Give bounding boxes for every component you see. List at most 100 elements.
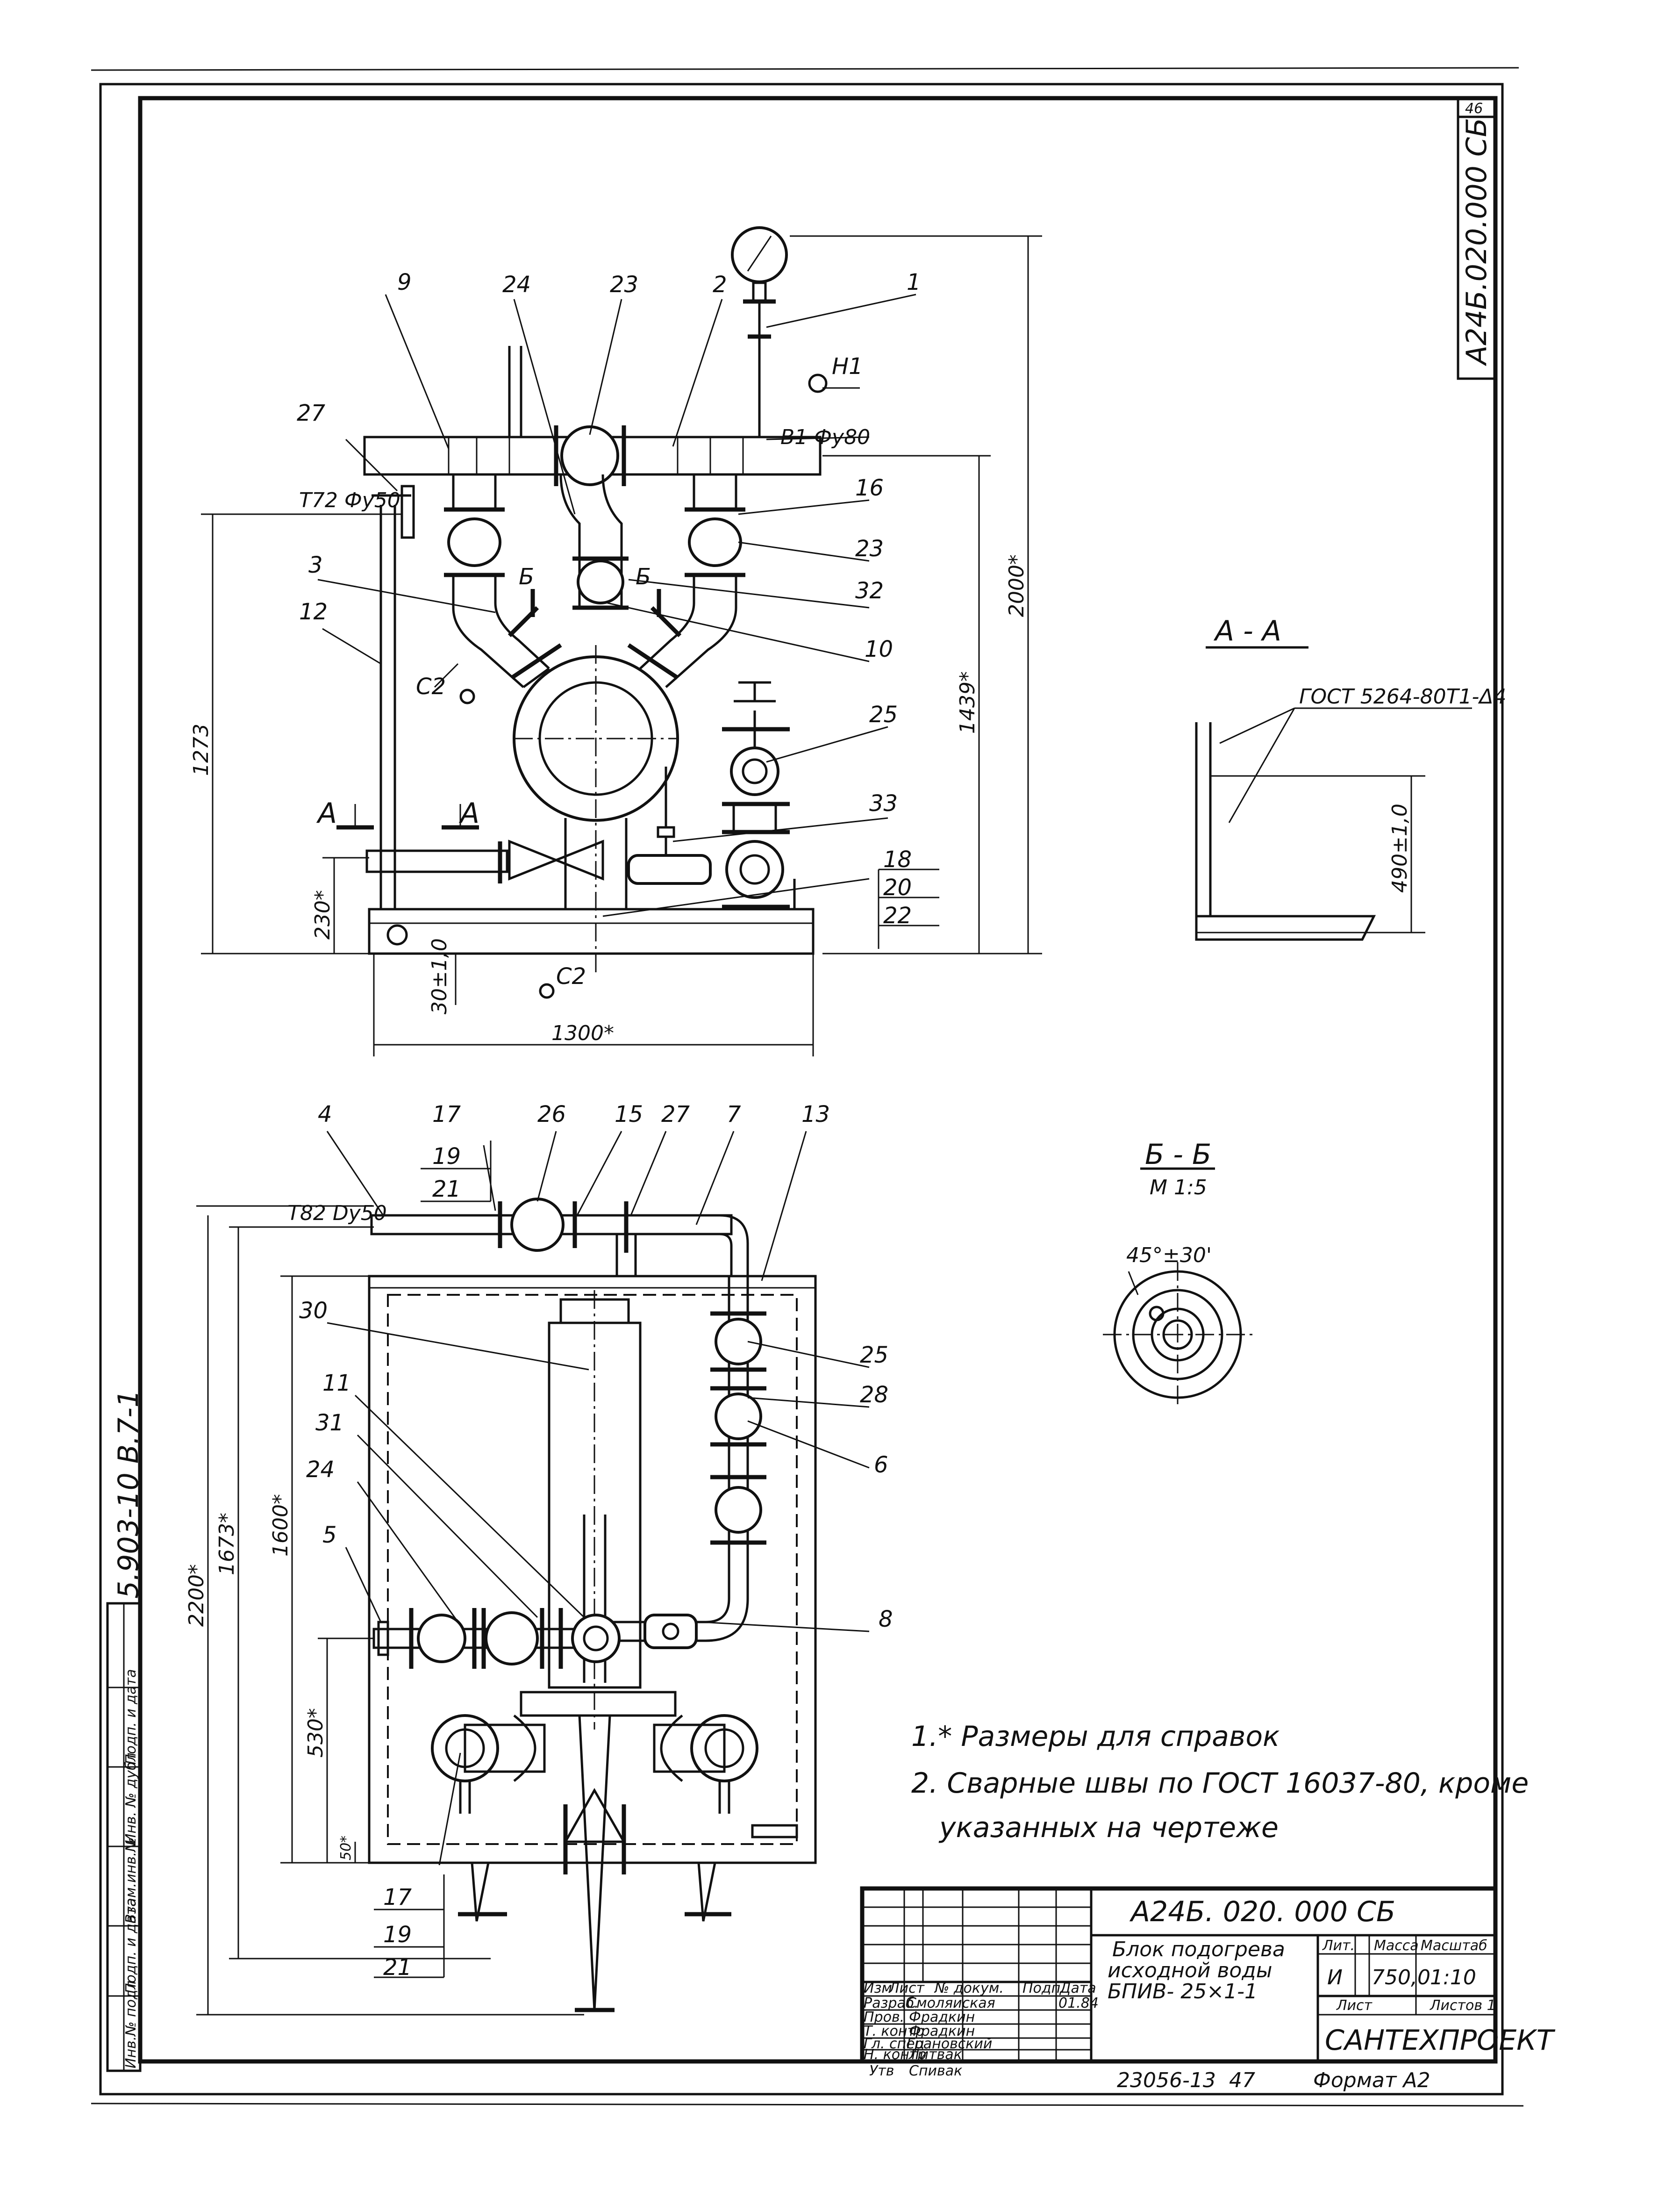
plan-view-leaders [326, 1131, 870, 1978]
section-mark-b-right: Б [636, 564, 651, 590]
tb-r3-name: Фрадкин [909, 2023, 975, 2039]
label-b1: В1 Фу80 [780, 425, 870, 449]
pos-9: 9 [397, 269, 412, 295]
dim-1273: 1273 [189, 724, 213, 776]
tb-r6-role: Утв [869, 2063, 894, 2079]
tb-name-line3: БПИВ- 25×1-1 [1108, 1980, 1258, 2003]
front-view [201, 226, 1042, 1056]
tb-r1-role: Разраб. [864, 1995, 919, 2011]
tb-h-data: Дата [1059, 1980, 1096, 1996]
label-t72: Т72 Фу50 [299, 488, 400, 512]
pos-19-top: 19 [432, 1143, 461, 1170]
tb-h-izm: Изм [864, 1980, 892, 1996]
tb-lit-header: Лит. [1322, 1938, 1355, 1954]
tb-r5-name: Литвак [908, 2046, 962, 2063]
tb-scale: 1:10 [1430, 1966, 1476, 1989]
tb-name-line1: Блок подогрева [1112, 1938, 1285, 1961]
tb-name-line2: исходной воды [1108, 1959, 1272, 1982]
bottom-stamp-b: 47 [1229, 2068, 1255, 2092]
pos-17-bottom: 17 [383, 1884, 412, 1910]
front-view-labels: 9 24 23 2 1 Н1 В1 Фу80 27 Т72 Фу50 16 23… [189, 269, 1029, 1045]
bottom-stamp: 23056-13 [1117, 2068, 1216, 2092]
tb-lit: И [1327, 1966, 1343, 1989]
pos-16: 16 [855, 475, 884, 501]
pos-24: 24 [502, 272, 531, 298]
tb-r2-role: Пров. [864, 2009, 904, 2025]
pos-13: 13 [801, 1101, 830, 1127]
pos-21-top: 21 [432, 1176, 461, 1202]
tb-mass-header: Масса [1374, 1938, 1419, 1954]
section-bb-title: Б - Б [1145, 1138, 1211, 1171]
dim-30: 30±1,0 [428, 938, 451, 1014]
pos-12: 12 [299, 599, 328, 625]
format-label: Формат А2 [1313, 2068, 1430, 2092]
tb-scale-header: Масштаб [1421, 1938, 1487, 1954]
section-mark-a-left: А [316, 797, 337, 830]
pos-3: 3 [308, 552, 323, 578]
dim-530: 530* [304, 1708, 328, 1758]
tb-r3-role: Т. контр [864, 2023, 924, 2039]
tb-r4-name: Грановский [907, 2036, 992, 2052]
section-aa-title: А - А [1213, 615, 1281, 647]
sheet-frame [91, 67, 1524, 2107]
pos-22: 22 [883, 903, 912, 929]
pos-23-right: 23 [855, 536, 884, 562]
side-doc-code: А24Б.020.000 СБ [1460, 118, 1493, 366]
dim-1600: 1600* [269, 1494, 293, 1557]
pos-6: 6 [874, 1452, 888, 1478]
strip-field-1: Инв.№ подл [123, 1981, 139, 2068]
pos-32: 32 [855, 578, 884, 604]
tb-h-ndok: № докум. [934, 1980, 1004, 1996]
label-t82: Т82 Dу50 [287, 1201, 387, 1225]
dim-50: 50* [338, 1836, 354, 1860]
page-number: 46 [1465, 101, 1483, 117]
tb-r1-name: Смоляиская [907, 1995, 995, 2011]
strip-field-4: Инв. № дубл [123, 1752, 139, 1844]
dim-2000: 2000* [1005, 554, 1029, 617]
section-mark-b-left: Б [519, 564, 534, 590]
pos-20: 20 [883, 875, 912, 901]
pos-2: 2 [713, 272, 727, 298]
tb-doc-code: А24Б. 020. 000 СБ [1129, 1895, 1395, 1928]
pos-8: 8 [879, 1606, 893, 1632]
pos-24-plan: 24 [306, 1457, 335, 1483]
pos-18: 18 [883, 847, 912, 873]
pos-19-bottom: 19 [383, 1922, 412, 1948]
section-a-a: А - А ГОСТ 5264-80Т1-Δ4 490±1,0 [1195, 615, 1506, 941]
tb-h-list: Лист [888, 1980, 925, 1996]
note-2a: 2. Сварные швы по ГОСТ 16037-80, кроме [911, 1767, 1529, 1800]
tb-h-podp: Подп. [1022, 1980, 1065, 1996]
dim-230: 230* [311, 890, 335, 940]
label-c2-bottom: С2 [556, 963, 586, 990]
tb-organization: САНТЕХПРОЕКТ [1325, 2024, 1556, 2057]
label-c2-top: С2 [416, 674, 446, 700]
strip-field-3: Взам.инв.№ [123, 1837, 139, 1924]
front-view-leaders [317, 294, 939, 949]
pos-30: 30 [299, 1298, 328, 1324]
pos-28: 28 [860, 1382, 888, 1408]
tb-r1-date: 01.84 [1058, 1995, 1099, 2011]
note-2b: указанных на чертеже [938, 1811, 1279, 1844]
pos-10: 10 [865, 636, 893, 662]
tb-sheet-header: Лист [1336, 1997, 1373, 2014]
section-aa-weld: ГОСТ 5264-80Т1-Δ4 [1299, 685, 1506, 709]
plan-view-labels: 4 17 19 21 26 15 27 7 13 Т82 Dу50 30 11 … [185, 1101, 893, 1981]
pos-15: 15 [615, 1101, 643, 1127]
tb-r6-name: Спивак [909, 2063, 962, 2079]
pos-33: 33 [869, 790, 898, 817]
tb-r4-role: Гл. спец [864, 2036, 924, 2052]
left-margin-code: 5.903-10 В.7-1 [112, 1390, 145, 1599]
dim-490: 490±1,0 [1388, 804, 1412, 893]
side-code-box [1457, 115, 1497, 380]
pos-27-plan: 27 [661, 1101, 690, 1127]
dim-2200: 2200* [185, 1564, 208, 1627]
pos-5: 5 [322, 1522, 337, 1548]
strip-field-2: Подп. и дата [123, 1898, 139, 1994]
dim-angle: 45°±30' [1126, 1243, 1212, 1267]
pos-25-plan: 25 [860, 1342, 888, 1368]
section-mark-a-right: А [458, 797, 479, 830]
tb-mass: 750,0 [1372, 1966, 1430, 1989]
pos-11: 11 [322, 1370, 351, 1396]
